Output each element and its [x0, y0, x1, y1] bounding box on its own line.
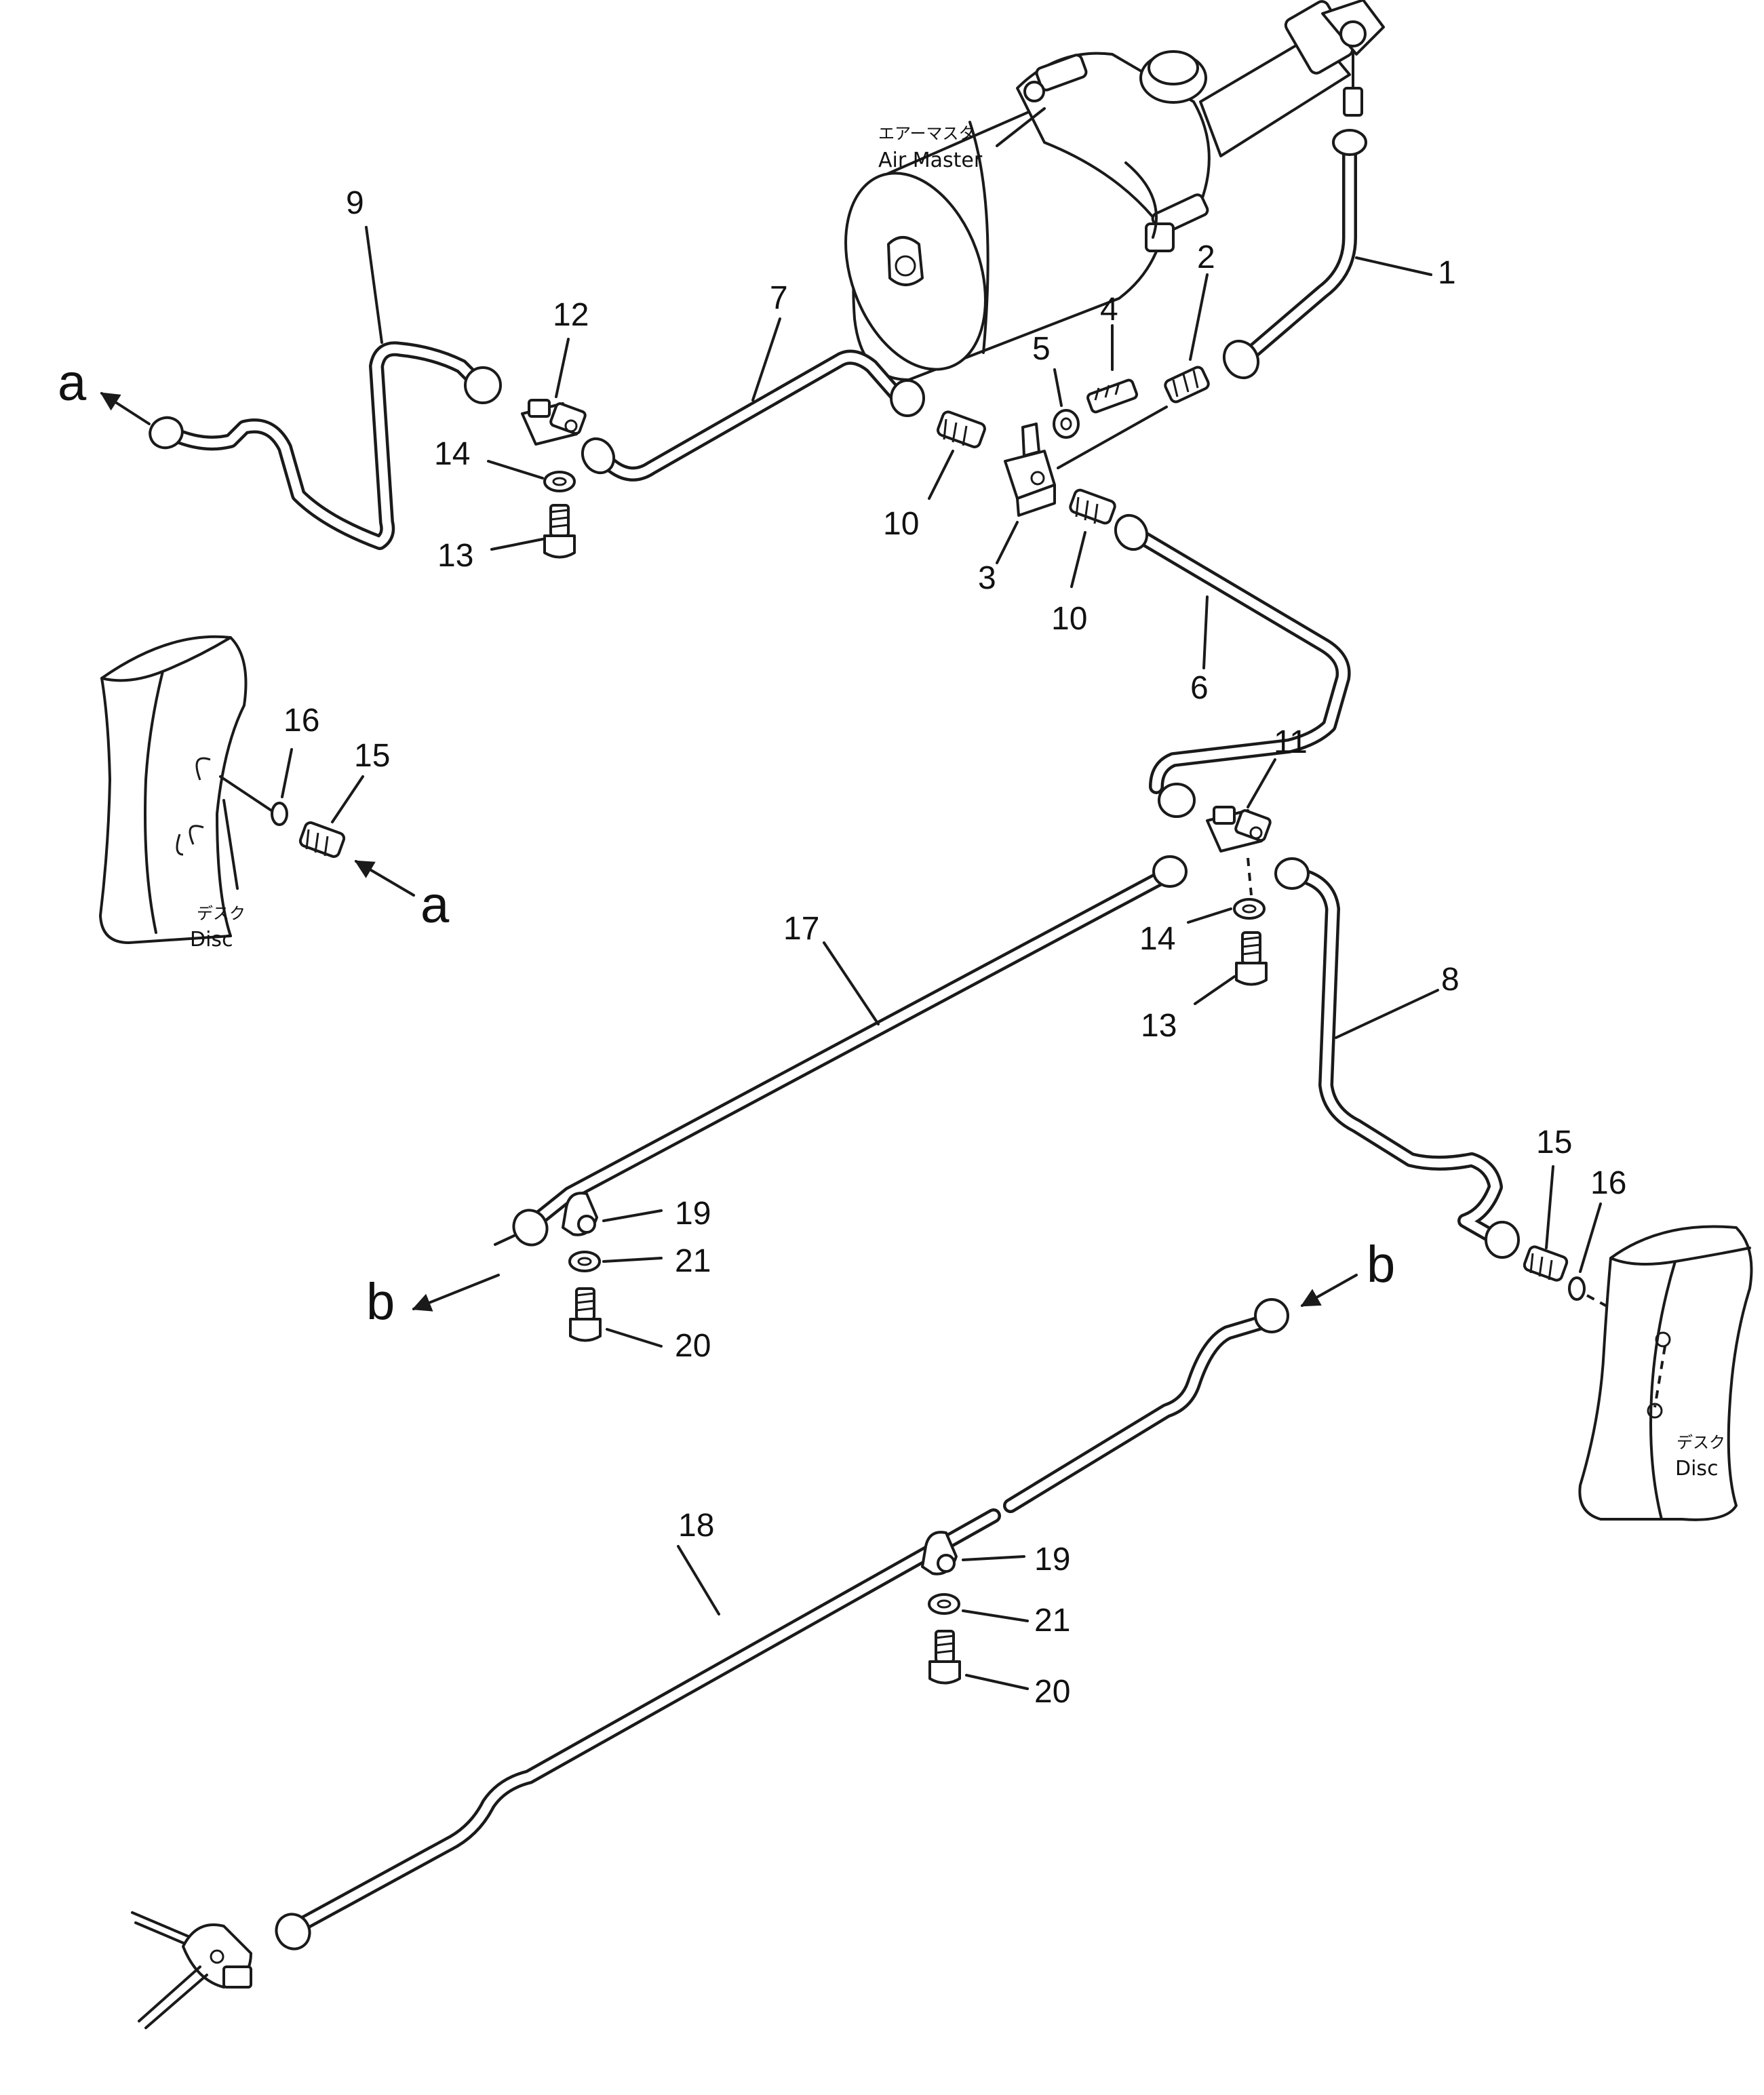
disc-left	[99, 635, 248, 944]
callout-13-lower: 13	[1141, 1008, 1177, 1044]
connector-b-right: b	[1367, 1236, 1395, 1293]
washer-14-upper	[543, 471, 576, 492]
callout-20-upper: 20	[675, 1328, 711, 1364]
callout-17: 17	[783, 911, 819, 947]
disc-left-label-jp: デスク	[197, 904, 246, 923]
callout-19-upper: 19	[675, 1196, 711, 1232]
air-master-label-jp: エアーマスタ	[878, 124, 975, 143]
pipe-1	[1222, 129, 1367, 380]
bolt-13-lower	[1235, 931, 1268, 986]
callout-14-upper: 14	[434, 436, 470, 472]
disc-right-label-jp: デスク	[1677, 1433, 1725, 1452]
callout-12: 12	[553, 297, 589, 333]
clamp-19-lower	[921, 1531, 958, 1575]
callout-10-lower: 10	[1051, 601, 1087, 637]
callout-16-left: 16	[283, 703, 319, 739]
bolt-20-lower	[928, 1630, 961, 1685]
bolt-20-upper	[569, 1287, 602, 1342]
callout-19-lower: 19	[1034, 1542, 1070, 1578]
callout-21-upper: 21	[675, 1243, 711, 1279]
o-ring-16-left	[271, 802, 288, 826]
clamp-19-upper	[562, 1192, 598, 1236]
air-master-label-en: Air Master	[878, 149, 983, 172]
connector-15-left	[298, 821, 346, 858]
disc-left-label-en: Disc	[190, 928, 233, 952]
washer-14-lower	[1233, 898, 1266, 920]
callout-5: 5	[1032, 331, 1051, 367]
callout-8: 8	[1441, 962, 1459, 998]
connector-b-left: b	[366, 1273, 395, 1331]
connector-2	[1164, 366, 1210, 404]
callout-6: 6	[1190, 670, 1209, 706]
connector-10-upper	[937, 410, 986, 448]
callout-7: 7	[770, 280, 788, 316]
bolt-4	[1086, 378, 1138, 414]
callout-18: 18	[678, 1508, 714, 1544]
bolt-13-upper	[543, 504, 576, 559]
callout-3: 3	[978, 560, 996, 596]
pipe-8	[1274, 857, 1520, 1259]
air-master-unit	[844, 0, 1385, 381]
callout-21-lower: 21	[1034, 1603, 1070, 1639]
bracket-block-3	[1004, 423, 1056, 517]
callout-13-upper: 13	[437, 538, 473, 574]
disc-right-label-en: Disc	[1675, 1457, 1719, 1481]
callout-4: 4	[1100, 292, 1118, 328]
callout-14-lower: 14	[1139, 921, 1175, 957]
pipe-17	[494, 855, 1188, 1247]
connector-15-right	[1523, 1245, 1569, 1282]
bottom-valve	[131, 1911, 252, 2029]
callout-2: 2	[1197, 239, 1215, 275]
callout-16-right: 16	[1590, 1165, 1626, 1201]
washer-5	[1053, 409, 1080, 439]
pipe-7	[581, 349, 925, 482]
callout-15-left: 15	[354, 738, 390, 774]
disc-right	[1578, 1225, 1753, 1521]
pipe-6	[1114, 513, 1351, 818]
connector-a-lower: a	[420, 876, 450, 934]
tee-fitting-12	[521, 399, 587, 446]
callout-1: 1	[1438, 255, 1456, 291]
tee-fitting-11	[1206, 806, 1272, 853]
callout-15-right: 15	[1536, 1124, 1572, 1160]
pipe-18	[275, 1298, 1289, 1951]
callout-20-lower: 20	[1034, 1674, 1070, 1710]
o-ring-16-right	[1568, 1276, 1586, 1301]
callout-10-upper: 10	[883, 506, 919, 542]
callout-11: 11	[1274, 724, 1308, 760]
callout-9: 9	[346, 185, 364, 221]
washer-21-lower	[928, 1593, 960, 1615]
connector-a-upper: a	[58, 354, 87, 412]
pipe-9	[149, 341, 502, 550]
washer-21-upper	[568, 1251, 601, 1272]
connector-10-lower	[1069, 488, 1116, 525]
